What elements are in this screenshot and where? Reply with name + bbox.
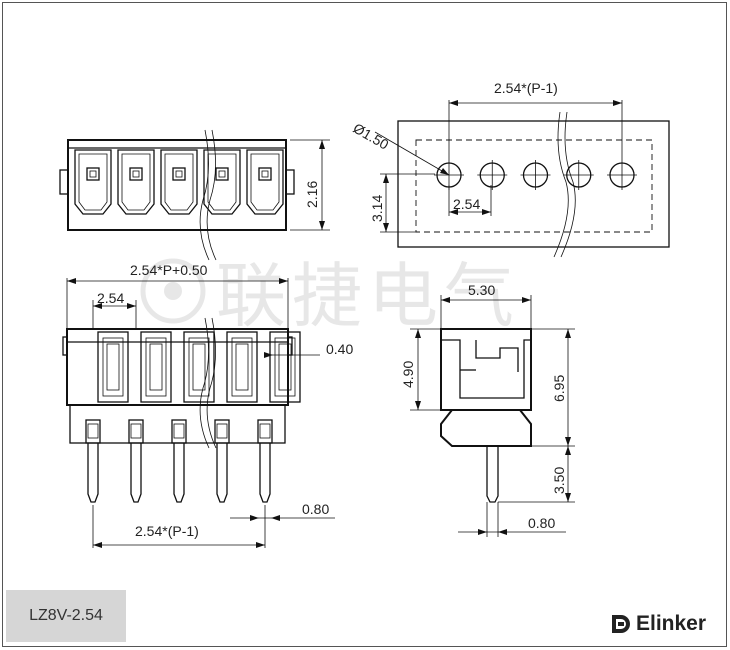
dim-hole-diameter: Ø1.50 <box>351 120 392 153</box>
side-pin <box>486 446 499 503</box>
brand-logo: Elinker <box>610 612 706 636</box>
top-cell <box>246 149 284 215</box>
front-pin <box>128 419 144 503</box>
top-cell <box>203 149 241 215</box>
front-pin <box>85 419 101 503</box>
front-slots <box>97 331 301 403</box>
watermark-logo-icon <box>140 258 206 323</box>
top-cell <box>74 149 112 215</box>
dim-pitch: 2.54 <box>97 290 124 306</box>
watermark-text: 联捷电气 <box>216 255 520 337</box>
dim-side-width: 5.30 <box>468 282 495 298</box>
side-body <box>440 328 532 411</box>
dim-total-height: 6.95 <box>551 375 567 402</box>
side-view: 5.30 4.90 6.95 3.50 <box>400 282 575 537</box>
dim-pin-span: 2.54*(P-1) <box>135 523 199 539</box>
front-pin <box>257 419 273 503</box>
pcb-layout-view: 2.54*(P-1) Ø1.50 2.54 3.14 <box>351 80 670 258</box>
dim-top-height: 2.16 <box>304 181 320 208</box>
front-slot <box>226 331 258 403</box>
front-slot <box>97 331 129 403</box>
pcb-dashed-outline <box>415 139 653 233</box>
dim-hole-offset: 3.14 <box>369 195 385 222</box>
dim-hole-pitch: 2.54 <box>453 196 480 212</box>
pcb-holes <box>434 160 637 190</box>
pcb-outline <box>397 120 670 248</box>
dim-body-height: 4.90 <box>400 361 416 388</box>
top-cell <box>160 149 198 215</box>
dim-overall-length: 2.54*P+0.50 <box>130 262 208 278</box>
top-view: 2.16 <box>59 129 330 261</box>
front-body <box>66 328 289 406</box>
dim-pin-width-front: 0.80 <box>302 501 329 517</box>
front-view: 2.54*P+0.50 2.54 0.40 2.54*( <box>62 262 353 548</box>
dim-wall: 0.40 <box>326 341 353 357</box>
front-slot <box>269 331 301 403</box>
dim-pin-length: 3.50 <box>551 467 567 494</box>
elinker-logo-icon <box>612 615 630 633</box>
watermark: 联捷电气 <box>138 240 520 341</box>
model-label: LZ8V-2.54 <box>29 607 103 624</box>
top-cell <box>117 149 155 215</box>
front-slot <box>183 331 215 403</box>
front-slot <box>140 331 172 403</box>
top-view-outline <box>67 139 287 231</box>
front-pin <box>171 419 187 503</box>
side-base <box>440 409 532 447</box>
top-view-cells <box>74 149 284 215</box>
front-pins <box>85 419 273 503</box>
model-label-box: LZ8V-2.54 <box>6 590 126 642</box>
brand-name: Elinker <box>636 612 707 635</box>
front-pin <box>214 419 230 503</box>
dim-pin-width-side: 0.80 <box>528 515 555 531</box>
dim-pitch-span-top: 2.54*(P-1) <box>494 80 558 96</box>
